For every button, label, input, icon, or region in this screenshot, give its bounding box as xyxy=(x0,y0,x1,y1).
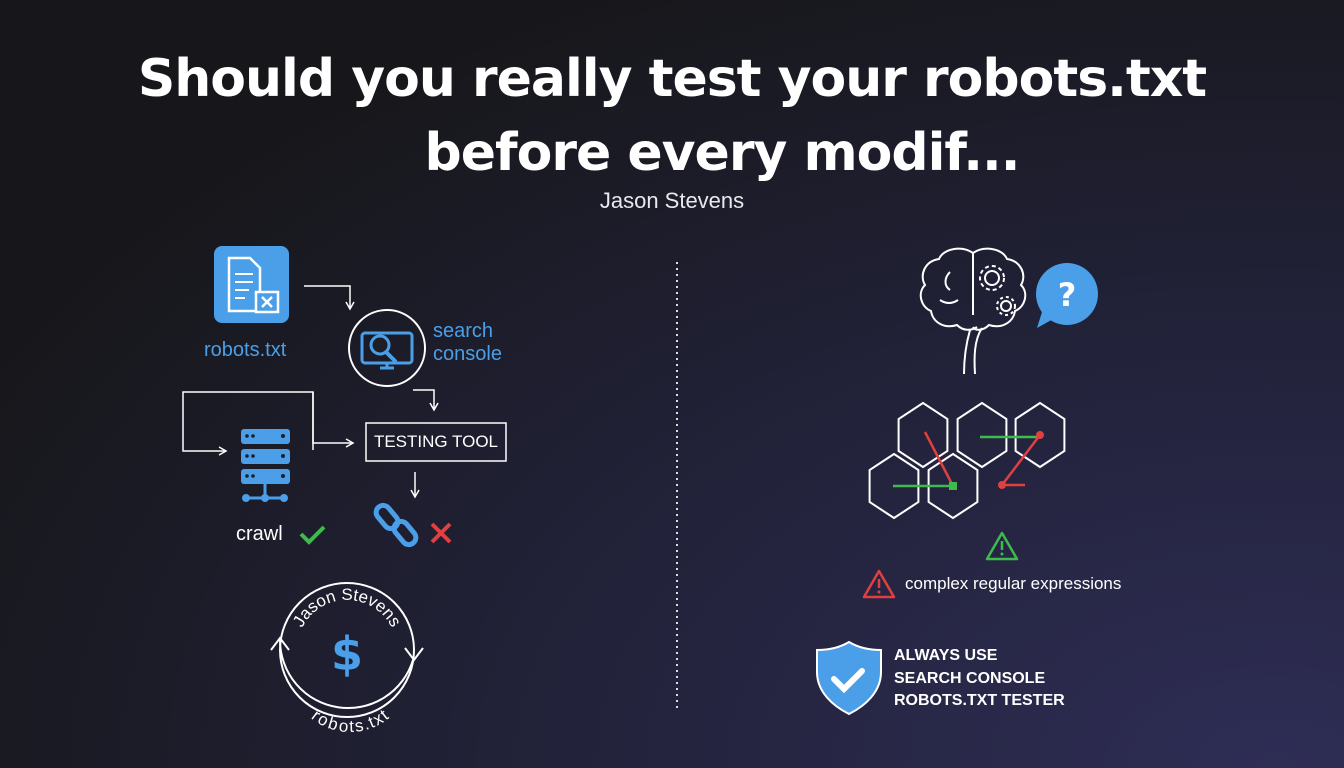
hexagon xyxy=(956,401,1008,469)
regex-paths xyxy=(893,431,1044,490)
search-console-line-1: search xyxy=(433,320,494,342)
broken-link-icon xyxy=(373,502,419,548)
search-console-line-2: console xyxy=(433,343,502,365)
testing-tool-box xyxy=(365,422,507,462)
search-console-icon xyxy=(348,309,426,387)
question-mark: ? xyxy=(1058,276,1077,314)
server-icon xyxy=(241,429,290,502)
search-console-label: search console xyxy=(433,320,502,366)
title-line-2: before every modif... xyxy=(424,123,1021,183)
hexagon xyxy=(927,452,979,520)
warning-text: complex regular expressions xyxy=(905,574,1122,593)
hexagon xyxy=(868,452,920,520)
advice-text: ALWAYS USE SEARCH CONSOLE ROBOTS.TXT TES… xyxy=(894,645,1065,713)
arrow-robots-to-console xyxy=(304,285,355,311)
question-bubble-icon: ? xyxy=(1036,263,1098,328)
title-line-1: Should you really test your robots.txt xyxy=(137,49,1207,109)
brain-gears-icon xyxy=(919,247,1027,375)
cycle-top-text: Jason Stevens xyxy=(289,585,405,630)
shield-check-icon xyxy=(816,640,882,716)
hexagon xyxy=(897,401,949,469)
svg-text:robots.txt: robots.txt xyxy=(308,706,392,736)
page-title: Should you really test your robots.txt b… xyxy=(0,42,1344,190)
svg-text:Jason Stevens: Jason Stevens xyxy=(289,585,405,630)
author-name: Jason Stevens xyxy=(599,188,745,213)
advice-line-1: ALWAYS USE xyxy=(894,647,998,664)
x-icon xyxy=(430,522,452,544)
check-icon xyxy=(299,525,326,545)
cycle-bottom-text: robots.txt xyxy=(308,706,392,736)
advice-line-3: ROBOTS.TXT TESTER xyxy=(894,692,1065,709)
dollar-icon: $ xyxy=(331,627,363,681)
arrow-console-to-tool xyxy=(413,389,439,412)
hexagon-grid xyxy=(868,401,1066,520)
robots-label: robots.txt xyxy=(204,339,287,361)
arrow-to-tool xyxy=(312,392,355,448)
warning-icon-red xyxy=(862,569,896,599)
crawl-label: crawl xyxy=(236,523,283,545)
cycle-icon: Jason Stevens robots.txt $ xyxy=(270,582,424,736)
advice-line-2: SEARCH CONSOLE xyxy=(894,669,1046,687)
warning-icon-green xyxy=(985,531,1019,561)
hexagon xyxy=(1014,401,1066,469)
robots-file-icon xyxy=(214,246,289,323)
testing-tool-label: TESTING TOOL xyxy=(373,432,499,451)
